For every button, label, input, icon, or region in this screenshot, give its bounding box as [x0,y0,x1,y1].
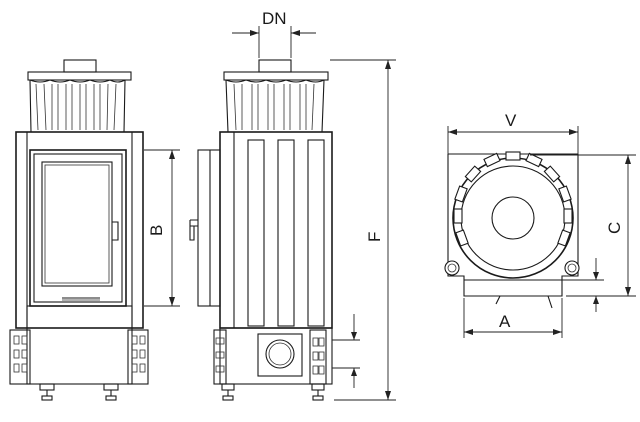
label-b: B [147,225,166,236]
dimension-f: F [330,59,396,401]
front-view [9,59,149,401]
side-door-profile [197,149,221,307]
label-v: V [505,111,517,130]
front-convection-fins [29,79,126,133]
front-lower-housing [26,305,133,385]
side-panel-2 [277,139,295,327]
front-left-leg [9,329,55,401]
front-door-handle [112,221,119,241]
front-right-leg [103,329,149,401]
side-top-plate [223,71,329,81]
side-panel-1 [247,139,265,327]
side-view [189,59,360,401]
top-view [444,151,580,309]
dimension-dn: DN [232,9,316,58]
front-top-plate [27,71,132,81]
label-a: A [499,312,511,331]
top-right-foot [564,260,580,276]
top-frame [447,154,579,297]
dimension-v: V [447,111,579,154]
side-flue-collar [258,59,292,73]
side-air-inlet-box [257,333,303,377]
top-fins [453,151,573,247]
top-flue-opening [491,196,535,240]
side-air-inlet [265,339,295,369]
side-door-handle [189,219,198,241]
top-left-foot [444,260,460,276]
side-convection-fins [225,79,325,133]
side-panel-3 [307,139,325,327]
top-handle-left [495,295,501,305]
front-flue-collar [63,59,97,73]
label-f: F [365,232,384,242]
label-dn: DN [262,9,287,28]
dimension-c: C [530,154,636,312]
side-body [219,131,333,329]
label-c: C [605,222,624,234]
top-handle-right [547,295,553,309]
dimension-b: B [144,149,180,307]
front-body [15,131,144,329]
front-door-glass [41,161,113,287]
dimension-a: A [463,298,563,338]
